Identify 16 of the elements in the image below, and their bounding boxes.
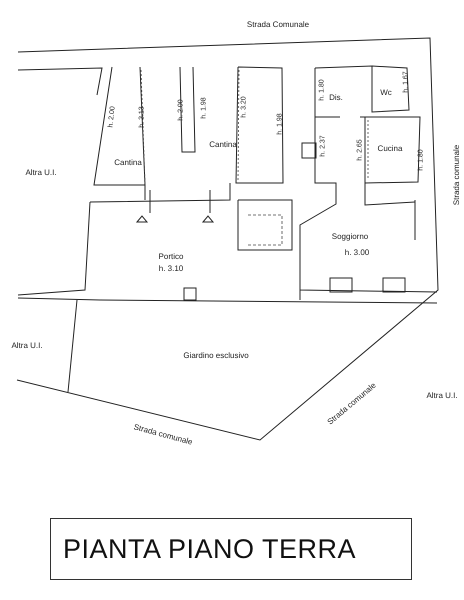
area-label: Altra U.I. (11, 342, 43, 350)
height-label: h. 3.00 (344, 249, 370, 257)
street-label: Strada Comunale (246, 21, 310, 29)
area-label: Altra U.I. (426, 392, 458, 400)
title-block: PIANTA PIANO TERRA (50, 518, 412, 580)
area-label: Altra U.I. (25, 169, 57, 177)
room-label: Portico (158, 253, 184, 261)
street-label: Strada comunale (132, 423, 194, 447)
height-label: h. 3.10 (158, 265, 184, 273)
room-label: Dis. (329, 94, 343, 102)
room-label: Soggiorno (332, 233, 368, 241)
room-label: Cucina (378, 145, 402, 153)
room-label: Cantina (114, 159, 142, 167)
street-label: Strada comunale (453, 144, 461, 206)
area-label: Giardino esclusivo (183, 352, 249, 360)
room-label: Wc (380, 89, 392, 97)
